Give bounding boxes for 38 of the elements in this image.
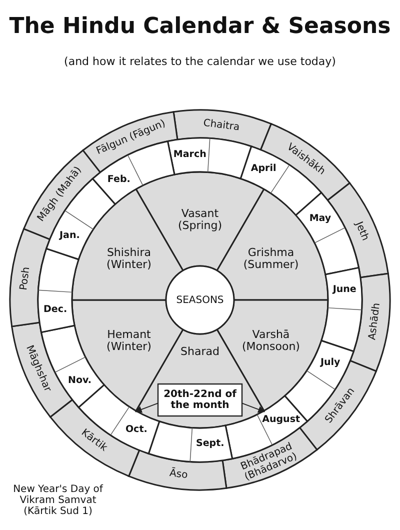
month-name: Āso bbox=[168, 468, 188, 482]
leader-arrow bbox=[134, 402, 158, 413]
month-label: April bbox=[250, 164, 276, 175]
season-label: Grishma (Summer) bbox=[242, 246, 300, 272]
callout-box bbox=[157, 383, 243, 417]
month-label: Jan. bbox=[60, 231, 80, 242]
month-cell bbox=[166, 137, 252, 180]
center-label: SEASONS bbox=[176, 294, 224, 306]
month-label: Feb. bbox=[107, 174, 130, 185]
callout-text: 20th-22nd of the month bbox=[162, 389, 238, 411]
month-label: Sept. bbox=[196, 439, 224, 450]
month-name: Chaitra bbox=[202, 118, 240, 133]
month-name: Jeth bbox=[353, 220, 371, 242]
month-label: Dec. bbox=[44, 304, 68, 316]
month-label: May bbox=[309, 214, 332, 224]
footnote: New Year's Day of Vikram Samvat (Kārtik Sud 1) bbox=[12, 484, 104, 516]
month-label: August bbox=[262, 414, 300, 426]
month-name: Posh bbox=[18, 266, 32, 291]
season-label: Vasant (Spring) bbox=[176, 208, 224, 232]
month-cell bbox=[37, 248, 80, 334]
month-segment bbox=[128, 449, 228, 491]
subtitle: (and how it relates to the calendar we use today) bbox=[64, 56, 336, 68]
month-label: July bbox=[320, 358, 340, 369]
month-label: Oct. bbox=[125, 425, 148, 436]
season-label: Sharad bbox=[180, 346, 220, 358]
month-cell bbox=[320, 266, 363, 352]
season-label: Varshā (Monsoon) bbox=[241, 328, 301, 354]
season-label: Hemant (Winter) bbox=[106, 328, 152, 354]
season-label: Shishira (Winter) bbox=[106, 246, 152, 272]
leader-arrow bbox=[242, 402, 266, 413]
month-label: June bbox=[332, 284, 356, 296]
month-name: Ashādh bbox=[366, 302, 382, 341]
month-cell bbox=[78, 384, 160, 454]
month-label: Nov. bbox=[68, 376, 92, 386]
center-circle bbox=[165, 265, 235, 335]
title: The Hindu Calendar & Seasons bbox=[9, 14, 391, 40]
month-label: March bbox=[173, 150, 206, 161]
month-cell bbox=[148, 420, 234, 463]
